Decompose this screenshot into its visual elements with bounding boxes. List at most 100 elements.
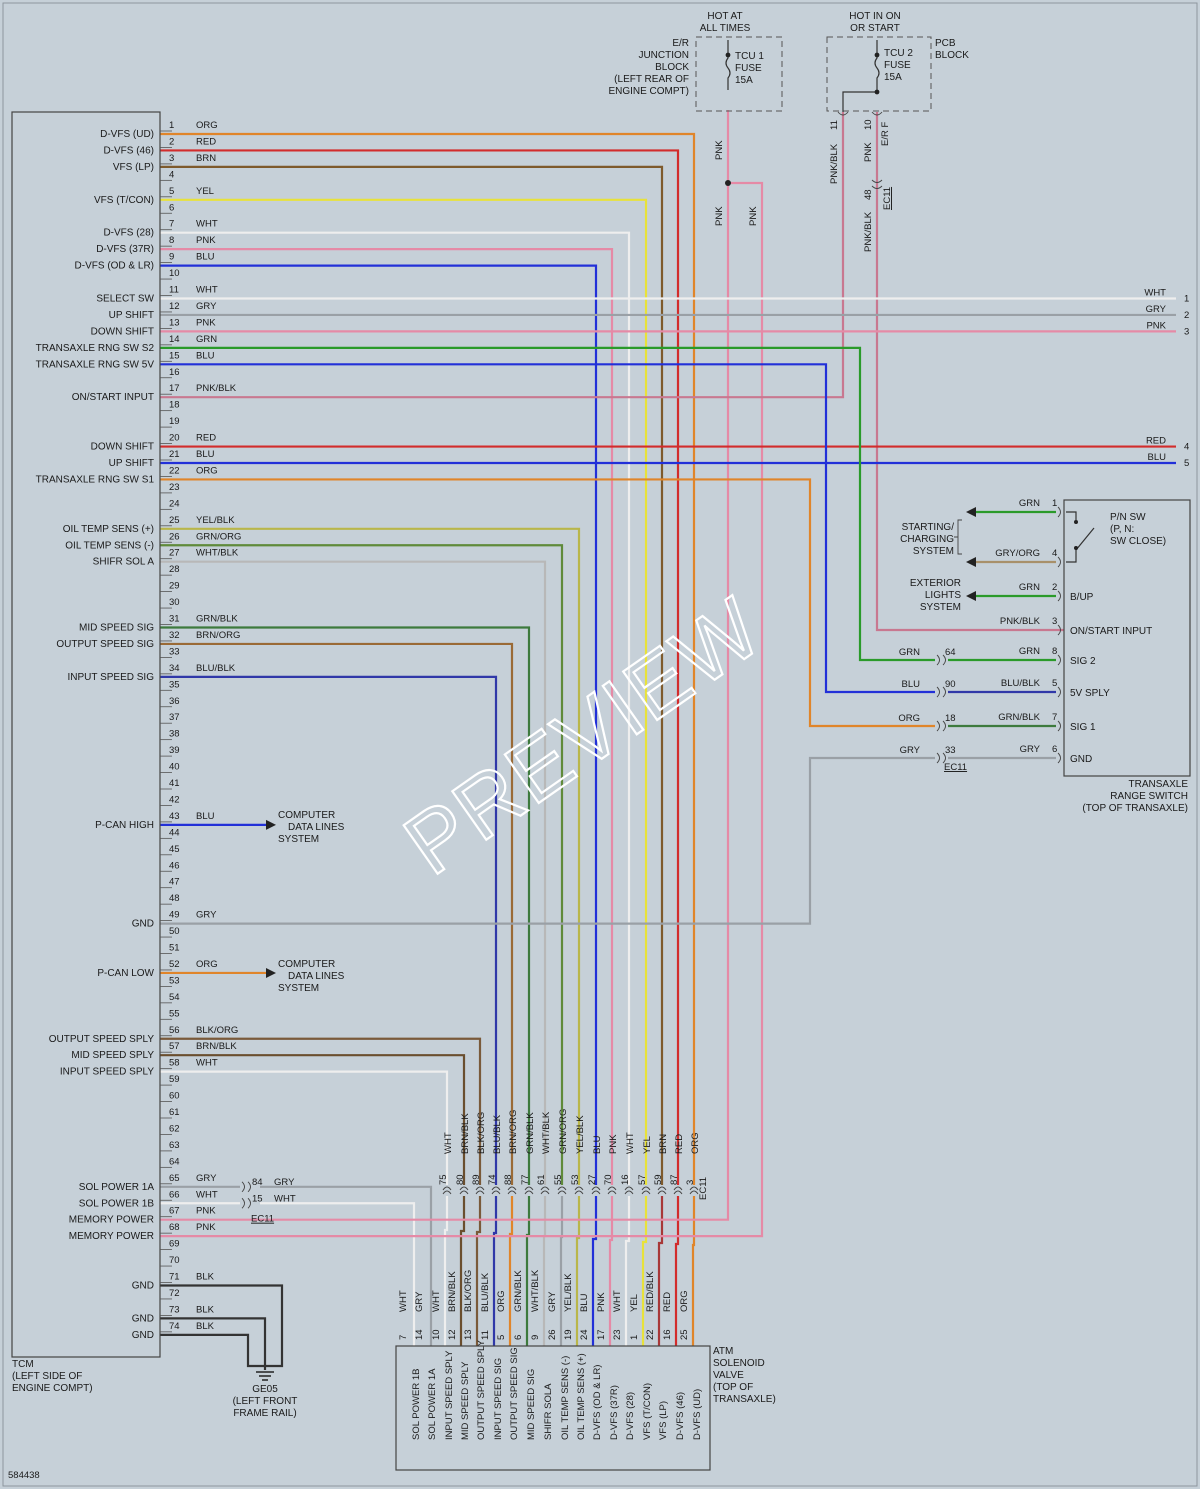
trs-pin: 6 xyxy=(1052,744,1057,755)
right-end-number: 3 xyxy=(1184,326,1189,337)
tcm-pin-number: 73 xyxy=(169,1304,180,1315)
atm-bottom-wire-code: YEL/BLK xyxy=(563,1273,574,1312)
atm-bottom-pin: 13 xyxy=(463,1329,474,1340)
trs-terminal-label: 5V SPLY xyxy=(1070,688,1110,699)
pcb-block: HOT IN ON OR START PCB BLOCK TCU 2 FUSE … xyxy=(826,11,969,112)
tcm-wire-code: GRY xyxy=(196,301,217,312)
trs-terminal-label: ON/START INPUT xyxy=(1070,626,1152,637)
atm-bottom-pin: 6 xyxy=(513,1335,524,1340)
er-fuse-line: 15A xyxy=(735,75,753,86)
tcm-pin-label: INPUT SPEED SIG xyxy=(67,672,154,683)
tcm-pin-number: 13 xyxy=(169,317,180,328)
atm-bottom-wire-code: RED xyxy=(662,1292,673,1312)
trs-conn-pin: 33 xyxy=(945,745,956,756)
tcm-pin-number: 36 xyxy=(169,696,180,707)
tcm-pin-number: 55 xyxy=(169,1008,180,1019)
arrow-left xyxy=(966,557,976,567)
exterior-line: SYSTEM xyxy=(920,602,961,613)
trs-terminal-label: SIG 2 xyxy=(1070,656,1096,667)
tcm-pin-number: 29 xyxy=(169,581,180,592)
pcb-pin: E/R F xyxy=(880,122,891,146)
trs-connector-mark xyxy=(1057,654,1061,666)
atm-bottom-wire-code: RED/BLK xyxy=(645,1271,656,1312)
trs-pin: 5 xyxy=(1052,678,1057,689)
tcm-pin-label: DOWN SHIFT xyxy=(91,326,154,337)
arrow-left xyxy=(966,591,976,601)
trs-left-wire-code: ORG xyxy=(898,713,920,724)
right-end-wire-code: WHT xyxy=(1144,288,1166,299)
atm-title-line: ATM xyxy=(713,1346,733,1357)
wire-on-start-input-trs xyxy=(875,112,1064,632)
tcm-wire-code: RED xyxy=(196,136,216,147)
wire-atm-bottom xyxy=(624,1196,631,1346)
atm-top-wire-code: WHT/BLK xyxy=(541,1111,552,1154)
atm-top-connector-mark xyxy=(641,1186,651,1191)
wire-tcm-to-atm xyxy=(160,149,680,1185)
atm-bottom-pin: 19 xyxy=(563,1329,574,1340)
tcm-pin-number: 63 xyxy=(169,1140,180,1151)
tcm-wire-code: WHT xyxy=(196,1058,218,1069)
atm-terminal-label: MID SPEED SIG xyxy=(526,1369,537,1440)
transaxle-range-switch: TRANSAXLE RANGE SWITCH (TOP OF TRANSAXLE… xyxy=(900,499,1191,814)
tcm-pin-label: D-VFS (OD & LR) xyxy=(75,261,154,272)
wire-tcm-to-atm xyxy=(160,231,631,1185)
tcm-wire-code: BLK xyxy=(196,1272,215,1283)
pcb-pin: 10 xyxy=(863,119,874,130)
atm-terminal-label: VFS (T/CON) xyxy=(642,1383,653,1440)
wire-trs-sig2 xyxy=(160,346,935,662)
ec11-pin: 84 xyxy=(252,1177,263,1188)
atm-bottom-pin: 10 xyxy=(431,1329,442,1340)
ground-symbol xyxy=(256,1371,274,1381)
tcm-pin-label: MEMORY POWER xyxy=(69,1231,154,1242)
atm-top-pin: 89 xyxy=(471,1174,482,1185)
pcb-header-line: HOT IN ON xyxy=(849,11,900,22)
trs-wire-code: GRN xyxy=(1019,582,1040,593)
tcm-wire-code: ORG xyxy=(196,120,218,131)
atm-top-connector-mark xyxy=(442,1186,452,1191)
tcm-pin-number: 32 xyxy=(169,630,180,641)
right-end-number: 4 xyxy=(1184,442,1189,453)
atm-top-connector-mark xyxy=(624,1190,634,1195)
atm-terminal-label: MID SPEED SPLY xyxy=(460,1361,471,1440)
atm-top-connector-mark xyxy=(475,1186,485,1191)
tcm-pin-label: D-VFS (28) xyxy=(103,228,154,239)
tcm-wire-code: GRN/BLK xyxy=(196,614,238,625)
tcm-pin-number: 9 xyxy=(169,252,174,263)
er-header-line: HOT AT xyxy=(707,11,742,22)
pn-switch-symbol xyxy=(1066,511,1095,563)
ground-line: FRAME RAIL) xyxy=(233,1408,296,1419)
trs-connector-mark xyxy=(1057,686,1061,698)
wire-trs-5v xyxy=(160,363,935,694)
atm-top-wire-code: BRN xyxy=(658,1134,669,1154)
tcm-wire-code: PNK xyxy=(196,235,216,246)
atm-top-pin: 59 xyxy=(653,1174,664,1185)
trs-terminal-label: B/UP xyxy=(1070,592,1094,603)
er-junction-block: HOT AT ALL TIMES E/R JUNCTION BLOCK (LEF… xyxy=(608,11,783,112)
tcm-pin-number: 58 xyxy=(169,1058,180,1069)
trs-wire-code: GRY xyxy=(1020,744,1041,755)
wire-tcm-to-atm xyxy=(160,165,664,1185)
atm-top-wire-code: BLU/BLK xyxy=(492,1114,503,1154)
tcm-pin-label: VFS (T/CON) xyxy=(94,195,154,206)
tcm-pin-number: 71 xyxy=(169,1272,180,1283)
wire-atm-bottom xyxy=(575,1196,581,1346)
tcm-wire-code: ORG xyxy=(196,465,218,476)
tcu1-fuse-symbol xyxy=(725,40,731,90)
exterior-line: LIGHTS xyxy=(925,590,961,601)
tcm-wire-code: BLU xyxy=(196,449,215,460)
tcm-pin-label: MID SPEED SPLY xyxy=(71,1050,154,1061)
atm-terminal-label: D-VFS (28) xyxy=(625,1392,636,1440)
tcm-pin-number: 61 xyxy=(169,1107,180,1118)
atm-top-connector-mark xyxy=(524,1186,534,1191)
atm-bottom-pin: 23 xyxy=(612,1329,623,1340)
tcm-pin-label: D-VFS (46) xyxy=(103,145,154,156)
ec11-connector-name: EC11 xyxy=(251,1214,274,1225)
tcm-wire-code: BLU/BLK xyxy=(196,663,236,674)
er-wire-code: PNK xyxy=(748,206,759,226)
arrow-to-data-lines xyxy=(266,819,276,830)
pnsw-line: P/N SW xyxy=(1110,512,1146,523)
atm-bottom-pin: 22 xyxy=(645,1329,656,1340)
atm-terminal-label: INPUT SPEED SPLY xyxy=(444,1350,455,1440)
atm-bottom-wire-code: ORG xyxy=(679,1290,690,1312)
